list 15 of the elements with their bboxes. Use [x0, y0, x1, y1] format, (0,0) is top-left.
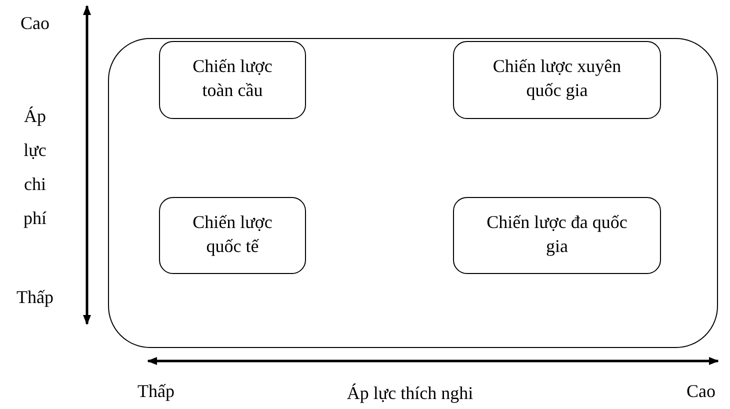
strategy-box	[159, 197, 306, 274]
strategy-box	[159, 41, 306, 119]
box-label: Chiến lược xuyên quốc gia	[492, 55, 622, 102]
box-label: Chiến lược quốc tế	[192, 211, 274, 258]
axis-title: Áp lực chi phí	[22, 105, 48, 230]
box-label: Chiến lược toàn cầu	[192, 55, 274, 102]
box-label: Chiến lược đa quốc gia	[486, 211, 628, 258]
axis-tick-label: Cao	[20, 12, 50, 35]
axis-tick-label: Thấp	[16, 286, 54, 309]
axis-tick-label: Thấp	[136, 380, 176, 403]
strategy-box	[453, 197, 661, 274]
axis-title: Áp lực thích nghi	[346, 382, 474, 405]
strategy-box	[453, 41, 661, 119]
matrix-frame	[108, 38, 718, 348]
axis-tick-label: Cao	[686, 380, 716, 403]
